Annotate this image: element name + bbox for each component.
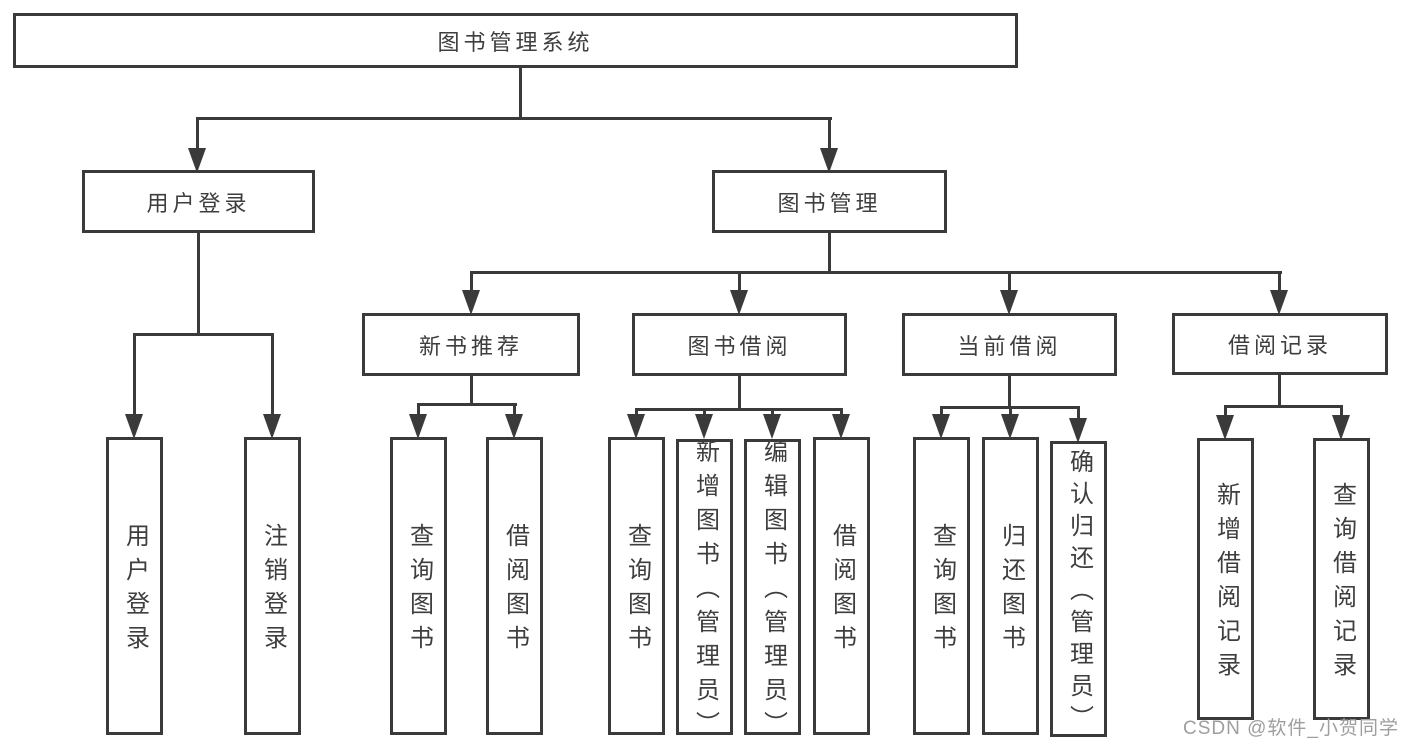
leaf-records-add: 新增借阅记录 bbox=[1197, 438, 1254, 720]
leaf-current-return: 归还图书 bbox=[982, 437, 1039, 735]
edge-line bbox=[738, 271, 741, 293]
edge-line bbox=[1278, 271, 1281, 293]
node-book-borrow: 图书借阅 bbox=[632, 313, 847, 376]
arrowhead-down bbox=[1069, 418, 1087, 443]
leaf-newbooks-borrow: 借阅图书 bbox=[486, 437, 543, 735]
edge-line bbox=[1340, 405, 1343, 418]
edge-line bbox=[1008, 271, 1011, 293]
arrowhead-down bbox=[763, 414, 781, 439]
edge-line bbox=[133, 333, 136, 417]
leaf-current-confirm: 确认归还（管理员） bbox=[1050, 441, 1107, 737]
edge-line bbox=[417, 403, 517, 406]
node-borrow-records: 借阅记录 bbox=[1172, 313, 1388, 375]
arrowhead-down bbox=[1000, 290, 1018, 315]
watermark: CSDN @软件_小贺同学 bbox=[1183, 718, 1399, 739]
arrowhead-down bbox=[188, 148, 206, 173]
arrowhead-down bbox=[1270, 290, 1288, 315]
edge-line bbox=[470, 271, 473, 293]
edge-line bbox=[771, 408, 774, 417]
leaf-current-query: 查询图书 bbox=[913, 437, 970, 735]
arrowhead-down bbox=[832, 414, 850, 439]
edge-line bbox=[703, 408, 706, 417]
node-book-mgmt: 图书管理 bbox=[712, 170, 947, 233]
leaf-current-return-label: 归还图书 bbox=[997, 523, 1025, 659]
edge-line bbox=[635, 408, 843, 411]
arrowhead-down bbox=[820, 148, 838, 173]
edge-line bbox=[513, 403, 516, 417]
node-current-borrow-label: 当前借阅 bbox=[957, 333, 1062, 359]
leaf-borrow-edit-label: 编辑图书（管理员） bbox=[759, 439, 787, 745]
node-new-books: 新书推荐 bbox=[362, 313, 580, 376]
leaf-borrow-query-label: 查询图书 bbox=[623, 523, 651, 659]
edge-line bbox=[417, 403, 420, 417]
edge-line bbox=[519, 66, 522, 118]
edge-line bbox=[738, 374, 741, 411]
edge-line bbox=[840, 408, 843, 417]
leaf-records-query: 查询借阅记录 bbox=[1313, 438, 1370, 720]
arrowhead-down bbox=[730, 290, 748, 315]
leaf-user-login: 用户登录 bbox=[106, 437, 163, 735]
arrowhead-down bbox=[932, 414, 950, 439]
edge-line bbox=[1077, 406, 1080, 421]
arrowhead-down bbox=[1001, 414, 1019, 439]
leaf-newbooks-borrow-label: 借阅图书 bbox=[501, 523, 529, 659]
leaf-borrow-query: 查询图书 bbox=[608, 437, 665, 735]
arrowhead-down bbox=[505, 414, 523, 439]
edge-line bbox=[133, 333, 274, 336]
edge-line bbox=[470, 374, 473, 406]
edge-line bbox=[271, 333, 274, 417]
arrowhead-down bbox=[409, 414, 427, 439]
leaf-newbooks-query: 查询图书 bbox=[390, 437, 447, 735]
leaf-borrow-add-label: 新增图书（管理员） bbox=[691, 439, 719, 745]
arrowhead-down bbox=[1332, 415, 1350, 440]
node-root: 图书管理系统 bbox=[13, 13, 1018, 68]
leaf-logout-label: 注销登录 bbox=[259, 523, 287, 659]
edge-line bbox=[1224, 405, 1343, 408]
edge-line bbox=[828, 117, 831, 152]
edge-line bbox=[828, 231, 831, 274]
node-borrow-records-label: 借阅记录 bbox=[1227, 333, 1332, 358]
node-user-login: 用户登录 bbox=[82, 170, 315, 233]
node-book-borrow-label: 图书借阅 bbox=[687, 333, 792, 359]
edge-line bbox=[196, 117, 199, 152]
edge-line bbox=[1224, 405, 1227, 418]
arrowhead-down bbox=[695, 414, 713, 439]
leaf-logout: 注销登录 bbox=[244, 437, 301, 735]
leaf-borrow-borrow-label: 借阅图书 bbox=[828, 523, 856, 659]
arrowhead-down bbox=[1216, 415, 1234, 440]
edge-line bbox=[1278, 374, 1281, 408]
node-user-login-label: 用户登录 bbox=[146, 190, 251, 216]
edge-line bbox=[1008, 374, 1011, 409]
leaf-user-login-label: 用户登录 bbox=[121, 523, 149, 659]
leaf-current-confirm-label: 确认归还（管理员） bbox=[1065, 449, 1093, 737]
edge-line bbox=[470, 271, 1282, 274]
leaf-borrow-add: 新增图书（管理员） bbox=[676, 439, 733, 745]
arrowhead-down bbox=[125, 414, 143, 439]
node-new-books-label: 新书推荐 bbox=[418, 333, 523, 359]
edge-line bbox=[1009, 406, 1012, 417]
edge-line bbox=[196, 117, 832, 120]
edge-line bbox=[940, 406, 943, 417]
leaf-current-query-label: 查询图书 bbox=[928, 523, 956, 659]
leaf-records-add-label: 新增借阅记录 bbox=[1212, 482, 1240, 686]
leaf-records-query-label: 查询借阅记录 bbox=[1328, 482, 1356, 686]
node-root-label: 图书管理系统 bbox=[437, 29, 594, 55]
edge-line bbox=[635, 408, 638, 417]
arrowhead-down bbox=[627, 414, 645, 439]
arrowhead-down bbox=[462, 290, 480, 315]
leaf-borrow-borrow: 借阅图书 bbox=[813, 437, 870, 735]
leaf-newbooks-query-label: 查询图书 bbox=[405, 523, 433, 659]
leaf-borrow-edit: 编辑图书（管理员） bbox=[744, 439, 801, 745]
edge-line bbox=[197, 231, 200, 336]
node-book-mgmt-label: 图书管理 bbox=[777, 190, 882, 216]
node-current-borrow: 当前借阅 bbox=[902, 313, 1117, 376]
arrowhead-down bbox=[263, 414, 281, 439]
